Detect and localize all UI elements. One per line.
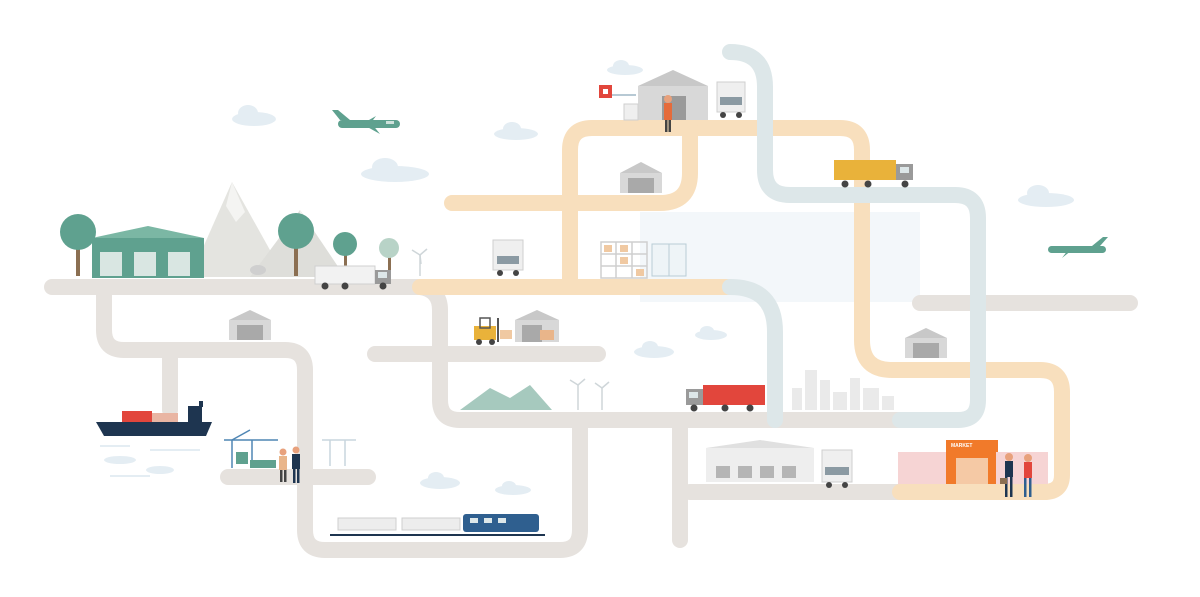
cloud-icon [104,456,136,464]
cloud-icon [607,60,643,75]
cloud-icon [1018,185,1074,207]
road-blue-top [722,44,986,428]
van-icon [821,449,853,488]
plane-icon [332,110,400,134]
wind-turbine-icon [411,248,428,276]
road-orange-up [562,120,1070,500]
cloud-icon [494,122,538,140]
truck-icon [314,265,391,290]
blue-roads [722,44,986,428]
cold-storage-icon [651,243,687,277]
warehouse-icon [229,310,271,340]
location-pin-icon [599,85,612,98]
tree-icon [60,214,96,276]
cloud-icon [232,105,276,126]
distribution-center [599,70,708,121]
road-orange-warehouse [562,120,698,211]
store-sign: MARKET [951,443,972,449]
shelf-icon [600,241,648,279]
crane-icon [322,439,356,466]
warehouse-green [92,226,204,278]
person-icon [279,448,287,482]
plane-icon [1048,237,1108,258]
cloud-icon [146,466,174,474]
warehouse-icon [515,310,559,342]
orange-roads [412,120,1070,500]
tree-icon [278,213,314,276]
city-skyline-icon [792,370,894,410]
water-lines [100,445,200,477]
warehouse-icon [905,328,947,358]
wind-turbine-icon [569,378,610,410]
cloud-icon [695,326,727,340]
truck-icon [834,160,913,188]
truck-icon [686,385,765,412]
warehouse-icon [620,162,662,193]
boxes [604,245,644,276]
person-icon [1024,454,1032,497]
cow-icon [250,265,266,275]
tree-icon [333,232,357,276]
van-icon [492,239,524,276]
road-west-loop [96,279,588,558]
cloud-icon [495,481,531,495]
tree-icon [379,238,399,276]
person-icon [1000,453,1013,497]
forklift-icon [474,317,512,345]
cloud-icon [420,472,460,489]
person-icon [292,446,300,483]
cloud-icon [361,158,429,182]
ship-icon [96,401,212,436]
loading-dock-icon [706,440,814,482]
road-blue-mid [722,279,783,428]
container-stack [250,460,276,468]
store-icon: MARKET [898,440,1048,484]
person-icon [664,95,672,132]
mountain-icon [190,182,345,277]
train-icon [330,514,545,536]
hill-icon [460,385,552,410]
van-icon [716,81,746,118]
road-network [44,44,1138,558]
cloud-icon [634,341,674,358]
